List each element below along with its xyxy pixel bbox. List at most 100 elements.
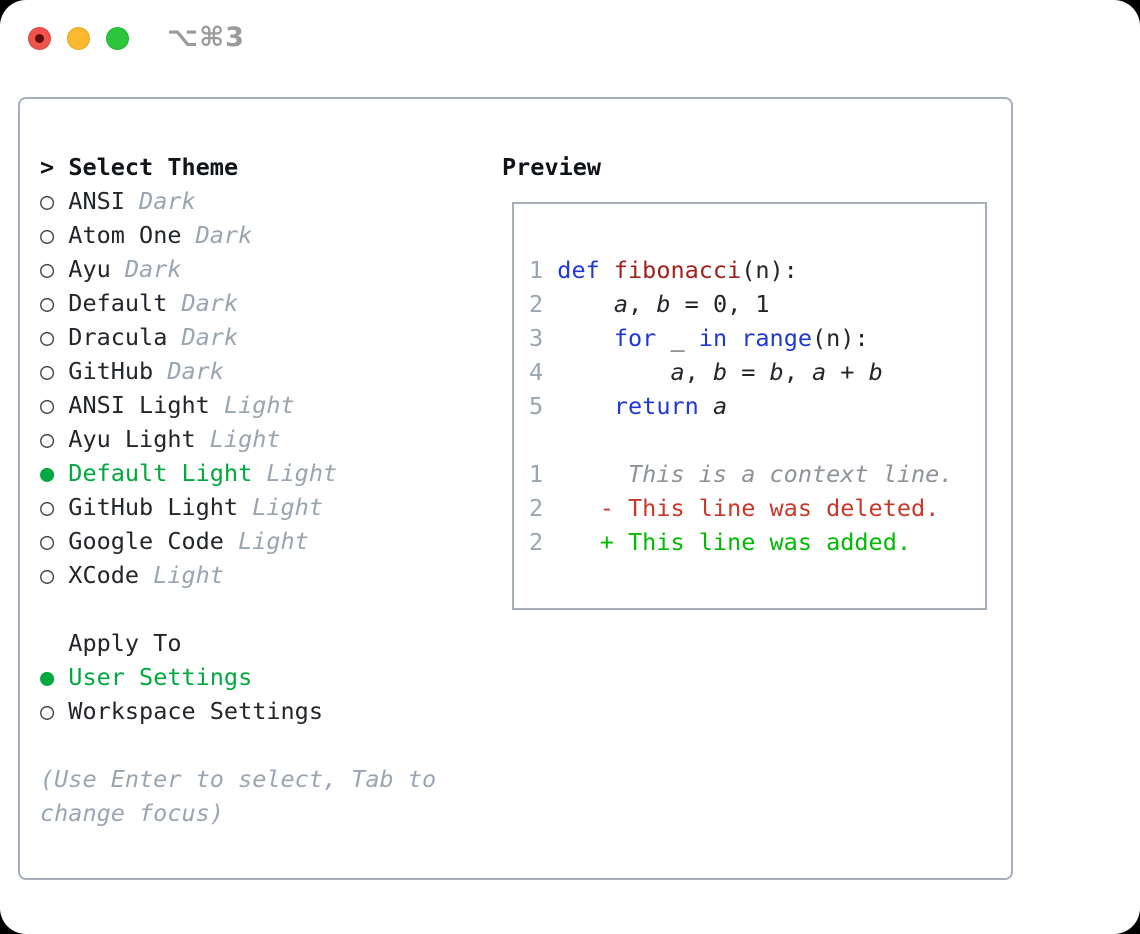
theme-option-ayu-light-light[interactable]: ○ Ayu Light Light — [40, 422, 436, 456]
traffic-lights — [28, 27, 129, 50]
radio-unselected-icon: ○ — [40, 255, 55, 283]
theme-variant-label: Light — [252, 493, 323, 521]
titlebar: ⌥⌘3 — [0, 0, 1140, 76]
theme-name: Ayu — [54, 255, 125, 283]
line-number: 4 — [529, 358, 558, 386]
code-token-var: b — [712, 358, 728, 386]
radio-selected-icon: ● — [40, 459, 55, 487]
radio-unselected-icon: ○ — [40, 425, 55, 453]
code-token-var: a — [613, 290, 629, 318]
theme-name: Ayu Light — [54, 425, 210, 453]
theme-variant-label: Light — [153, 561, 224, 589]
radio-selected-icon: ● — [40, 663, 55, 691]
theme-option-google-code-light[interactable]: ○ Google Code Light — [40, 524, 436, 558]
theme-name: Default Light — [54, 459, 267, 487]
theme-option-github-dark[interactable]: ○ GitHub Dark — [40, 354, 436, 388]
preview-line: 4 a, b = b, a + b — [529, 355, 975, 389]
theme-name: Dracula — [54, 323, 182, 351]
code-token-fn: fibonacci — [613, 256, 742, 284]
preview-line: 1 This is a context line. — [529, 457, 975, 491]
theme-name: GitHub — [54, 357, 168, 385]
theme-option-ansi-light-light[interactable]: ○ ANSI Light Light — [40, 388, 436, 422]
theme-variant-label: Light — [209, 425, 281, 453]
hint-text-line1: (Use Enter to select, Tab to — [40, 765, 437, 793]
apply-option-user-settings[interactable]: ● User Settings — [40, 660, 436, 694]
apply-to-header: Apply To — [68, 629, 182, 657]
apply-option-workspace-settings[interactable]: ○ Workspace Settings — [40, 694, 436, 728]
close-button[interactable] — [28, 27, 51, 50]
theme-name: ANSI Light — [54, 391, 224, 419]
preview-line: 2 + This line was added. — [529, 525, 975, 559]
preview-line — [529, 423, 975, 457]
line-number — [529, 426, 557, 454]
code-token-fg: _ — [656, 324, 699, 352]
code-token-fg: + — [826, 358, 869, 386]
code-token-fg: = 0, 1 — [670, 290, 770, 318]
theme-variant-label: Dark — [167, 357, 224, 385]
preview-line: 5 return a — [529, 389, 975, 423]
apply-option-label: User Settings — [54, 663, 253, 691]
record-dot-icon — [35, 34, 44, 43]
theme-option-atom-one-dark[interactable]: ○ Atom One Dark — [40, 218, 436, 252]
radio-unselected-icon: ○ — [40, 323, 55, 351]
theme-variant-label: Dark — [195, 221, 253, 249]
code-token-kw: def — [557, 256, 614, 284]
code-token-kw: in — [698, 324, 728, 352]
line-number: 5 — [529, 392, 558, 420]
code-token-fg — [699, 392, 713, 420]
code-token-fg — [557, 392, 614, 420]
theme-name: ANSI — [54, 187, 140, 215]
theme-option-dracula-dark[interactable]: ○ Dracula Dark — [40, 320, 436, 354]
code-token-var: a — [670, 358, 685, 386]
theme-variant-label: Light — [266, 459, 338, 487]
zoom-button[interactable] — [106, 27, 129, 50]
theme-variant-label: Dark — [124, 255, 182, 283]
radio-unselected-icon: ○ — [40, 527, 55, 555]
hint-text-line2: change focus) — [40, 799, 224, 827]
code-token-fg: , — [684, 358, 713, 386]
theme-option-ayu-dark[interactable]: ○ Ayu Dark — [40, 252, 436, 286]
preview-line: 2 a, b = 0, 1 — [529, 287, 975, 321]
minimize-button[interactable] — [67, 27, 90, 50]
code-token-ctx: This is a context line. — [557, 460, 954, 488]
code-token-fg: , — [783, 358, 812, 386]
cursor-arrow-icon: > — [40, 153, 55, 181]
theme-name: Atom One — [54, 221, 196, 249]
radio-unselected-icon: ○ — [40, 561, 55, 589]
code-token-del: - This line was deleted. — [557, 494, 940, 522]
line-number: 2 — [529, 290, 558, 318]
code-token-fg: (n): — [812, 324, 869, 352]
theme-option-ansi-dark[interactable]: ○ ANSI Dark — [40, 184, 436, 218]
code-token-var: a — [812, 358, 827, 386]
theme-option-default-light-light[interactable]: ● Default Light Light — [40, 456, 436, 490]
theme-list-column: > Select Theme ○ ANSI Dark○ Atom One Dar… — [40, 150, 436, 830]
theme-name: Default — [54, 289, 182, 317]
theme-name: GitHub Light — [54, 493, 253, 521]
theme-variant-label: Dark — [181, 323, 239, 351]
preview-line: 2 - This line was deleted. — [529, 491, 975, 525]
code-token-var: a — [712, 392, 728, 420]
preview-line: 1 def fibonacci(n): — [529, 253, 975, 287]
code-token-kw: for — [613, 324, 657, 352]
spacer — [40, 728, 436, 762]
code-token-kw: range — [741, 324, 812, 352]
theme-picker-panel: > Select Theme ○ ANSI Dark○ Atom One Dar… — [18, 97, 1013, 880]
radio-unselected-icon: ○ — [40, 391, 55, 419]
code-token-fg — [557, 324, 614, 352]
theme-option-github-light-light[interactable]: ○ GitHub Light Light — [40, 490, 436, 524]
code-token-fg — [727, 324, 741, 352]
spacer — [40, 592, 436, 626]
line-number: 1 — [529, 460, 558, 488]
radio-unselected-icon: ○ — [40, 697, 55, 725]
code-token-var: b — [868, 358, 883, 386]
line-number: 2 — [529, 494, 558, 522]
code-token-fg: = — [727, 358, 770, 386]
theme-name: Google Code — [54, 527, 239, 555]
preview-header: Preview — [502, 153, 602, 181]
theme-option-xcode-light[interactable]: ○ XCode Light — [40, 558, 436, 592]
theme-option-default-dark[interactable]: ○ Default Dark — [40, 286, 436, 320]
code-token-fg — [557, 358, 670, 386]
radio-unselected-icon: ○ — [40, 289, 55, 317]
